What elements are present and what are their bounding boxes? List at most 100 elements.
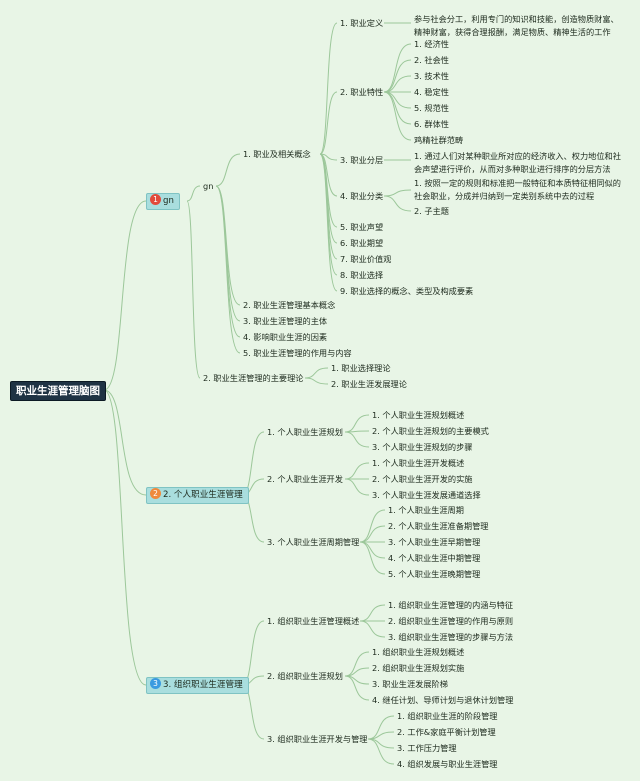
org-development-item[interactable]: 1. 组织职业生涯的阶段管理: [397, 711, 498, 721]
connector-line: [383, 59, 412, 93]
org-overview-item[interactable]: 3. 组织职业生涯管理的步骤与方法: [388, 632, 514, 642]
connector-line: [359, 620, 386, 638]
node-occupation-classification[interactable]: 4. 职业分类: [340, 191, 384, 201]
connector-line: [241, 620, 265, 686]
connector-line: [304, 377, 329, 385]
personal-cycle-item[interactable]: 1. 个人职业生涯周期: [388, 505, 464, 515]
connector-line: [344, 462, 370, 480]
node-occupation-traits[interactable]: 2. 职业特性: [340, 87, 384, 97]
org-planning-item[interactable]: 2. 组织职业生涯规划实施: [372, 663, 465, 673]
theory-item[interactable]: 2. 职业生涯发展理论: [331, 379, 407, 389]
definition-text-1: 参与社会分工，利用专门的知识和技能，创造物质财富、: [414, 14, 619, 24]
org-planning-item[interactable]: 4. 继任计划、导师计划与退休计划管理: [372, 695, 514, 705]
node-role-and-content[interactable]: 5. 职业生涯管理的作用与内容: [243, 348, 352, 358]
node-choice-concepts[interactable]: 9. 职业选择的概念、类型及构成要素: [340, 286, 474, 296]
theory-item[interactable]: 1. 职业选择理论: [331, 363, 391, 373]
connector-line: [383, 189, 412, 197]
connector-line: [103, 389, 147, 686]
connector-line: [383, 75, 412, 93]
personal-cycle-item[interactable]: 5. 个人职业生涯晚期管理: [388, 569, 481, 579]
node-occupation-stratification[interactable]: 3. 职业分层: [340, 155, 384, 165]
trait-item[interactable]: 4. 稳定性: [414, 87, 449, 97]
main-node-2-label: 2. 个人职业生涯管理: [163, 490, 243, 500]
node-personal-development[interactable]: 2. 个人职业生涯开发: [267, 474, 343, 484]
classification-text-2: 社会职业，分成并归纳到一定类别系统中去的过程: [414, 191, 595, 201]
org-planning-item[interactable]: 1. 组织职业生涯规划概述: [372, 647, 465, 657]
connector-line: [215, 153, 241, 187]
node-occupation-choice[interactable]: 8. 职业选择: [340, 270, 384, 280]
connector-line: [304, 367, 329, 379]
connector-line: [383, 91, 412, 141]
org-planning-item[interactable]: 3. 职业生涯发展阶梯: [372, 679, 448, 689]
priority-2-icon: 2: [150, 488, 161, 499]
trait-item[interactable]: 6. 群体性: [414, 119, 449, 129]
personal-cycle-item[interactable]: 3. 个人职业生涯早期管理: [388, 537, 481, 547]
node-main-theories[interactable]: 2. 职业生涯管理的主要理论: [203, 373, 304, 383]
personal-development-item[interactable]: 1. 个人职业生涯开发概述: [372, 458, 465, 468]
personal-planning-item[interactable]: 2. 个人职业生涯规划的主要模式: [372, 426, 489, 436]
trait-item[interactable]: 1. 经济性: [414, 39, 449, 49]
personal-planning-item[interactable]: 3. 个人职业生涯规划的步骤: [372, 442, 473, 452]
connector-line: [319, 91, 338, 155]
connector-line: [215, 185, 241, 354]
org-development-item[interactable]: 4. 组织发展与职业生涯管理: [397, 759, 498, 769]
trait-item[interactable]: 鸡精社群范畴: [414, 135, 464, 145]
node-management-subject[interactable]: 3. 职业生涯管理的主体: [243, 316, 328, 326]
connector-line: [383, 91, 412, 109]
node-gn[interactable]: gn: [203, 181, 214, 191]
root-node[interactable]: 职业生涯管理脑图: [10, 381, 106, 401]
connector-line: [215, 185, 241, 322]
main-node-1-label: gn: [163, 196, 174, 206]
stratification-text-2: 会声望进行评价，从而对多种职业进行排序的分层方法: [414, 164, 611, 174]
node-occupation-expectation[interactable]: 6. 职业期望: [340, 238, 384, 248]
personal-cycle-item[interactable]: 4. 个人职业生涯中期管理: [388, 553, 481, 563]
connector-line: [359, 525, 386, 543]
classification-subtopic[interactable]: 2. 子主题: [414, 206, 449, 216]
trait-item[interactable]: 3. 技术性: [414, 71, 449, 81]
connector-line: [344, 651, 370, 677]
connector-line: [344, 414, 370, 433]
connector-line: [319, 153, 338, 292]
personal-development-item[interactable]: 2. 个人职业生涯开发的实施: [372, 474, 473, 484]
node-basic-concepts[interactable]: 2. 职业生涯管理基本概念: [243, 300, 336, 310]
main-node-3-label: 3. 组织职业生涯管理: [163, 680, 243, 690]
node-occupation-prestige[interactable]: 5. 职业声望: [340, 222, 384, 232]
personal-cycle-item[interactable]: 2. 个人职业生涯准备期管理: [388, 521, 489, 531]
org-overview-item[interactable]: 2. 组织职业生涯管理的作用与原则: [388, 616, 514, 626]
node-occupation-concepts[interactable]: 1. 职业及相关概念: [243, 149, 311, 159]
trait-item[interactable]: 2. 社会性: [414, 55, 449, 65]
node-occupation-definition[interactable]: 1. 职业定义: [340, 18, 384, 28]
node-org-development[interactable]: 3. 组织职业生涯开发与管理: [267, 734, 368, 744]
node-occupation-values[interactable]: 7. 职业价值观: [340, 254, 392, 264]
stratification-text-1: 1. 通过人们对某种职业所对应的经济收入、权力地位和社: [414, 151, 621, 161]
node-personal-cycle[interactable]: 3. 个人职业生涯周期管理: [267, 537, 360, 547]
connector-line: [359, 541, 386, 575]
connector-line: [103, 200, 147, 391]
node-influencing-factors[interactable]: 4. 影响职业生涯的因素: [243, 332, 328, 342]
connector-line: [344, 675, 370, 701]
trait-item[interactable]: 5. 规范性: [414, 103, 449, 113]
node-org-overview[interactable]: 1. 组织职业生涯管理概述: [267, 616, 360, 626]
node-org-planning[interactable]: 2. 组织职业生涯规划: [267, 671, 343, 681]
connector-line: [367, 715, 395, 740]
definition-text-2: 精神财富，获得合理报酬，满足物质、精神生活的工作: [414, 27, 611, 37]
connector-line: [319, 22, 338, 155]
connector-line: [186, 200, 201, 379]
connector-line: [359, 541, 386, 559]
connector-line: [103, 389, 147, 496]
personal-development-item[interactable]: 3. 个人职业生涯发展通道选择: [372, 490, 481, 500]
connector-line: [344, 478, 370, 496]
priority-3-icon: 3: [150, 678, 161, 689]
org-development-item[interactable]: 3. 工作压力管理: [397, 743, 457, 753]
personal-planning-item[interactable]: 1. 个人职业生涯规划概述: [372, 410, 465, 420]
org-overview-item[interactable]: 1. 组织职业生涯管理的内涵与特征: [388, 600, 514, 610]
org-development-item[interactable]: 2. 工作&家庭平衡计划管理: [397, 727, 496, 737]
node-personal-planning[interactable]: 1. 个人职业生涯规划: [267, 427, 343, 437]
connector-line: [344, 431, 370, 448]
connector-line: [359, 509, 386, 543]
connector-line: [359, 604, 386, 622]
